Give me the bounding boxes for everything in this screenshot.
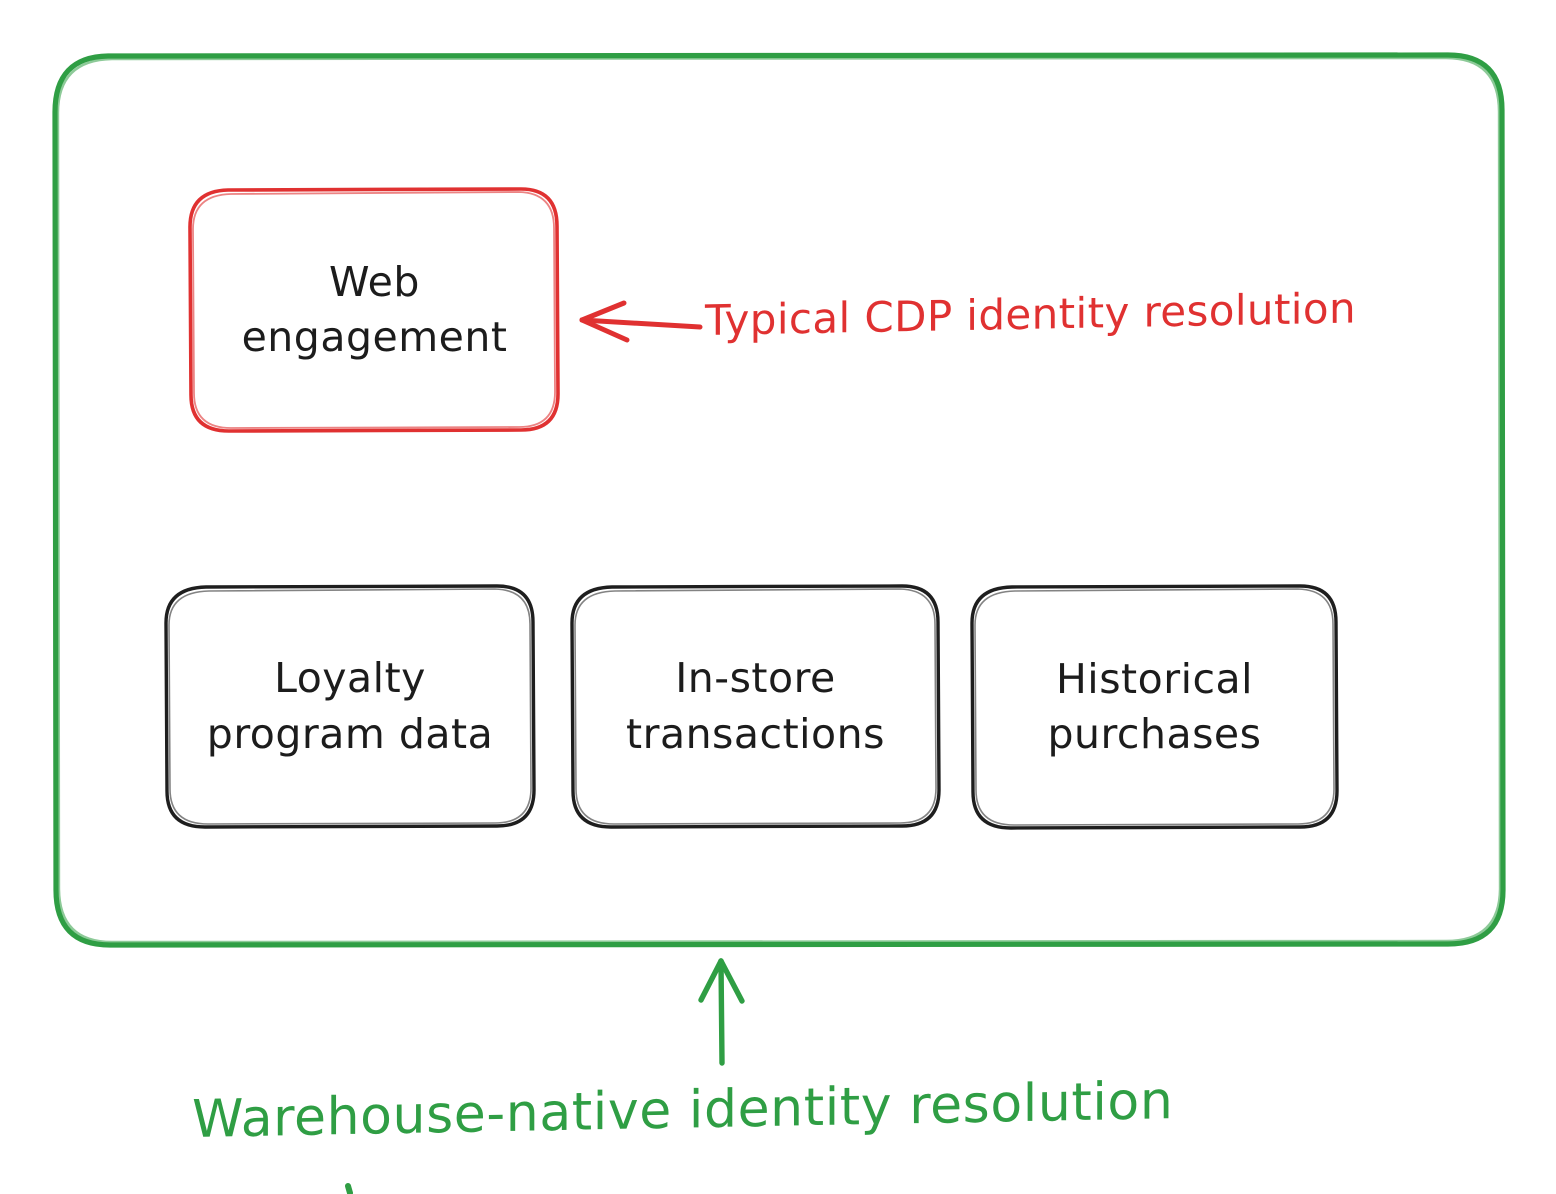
stray-mark [345,1183,353,1194]
loyalty-program-data-box-outline[interactable] [164,584,536,829]
in-store-transactions-box-outline[interactable] [570,584,941,829]
arrow-up-icon [698,958,745,1066]
arrow-left-icon [579,300,703,343]
historical-purchases-box-outline[interactable] [970,584,1339,830]
warehouse-container-outline[interactable] [52,52,1506,948]
web-engagement-box-outline[interactable] [188,187,560,433]
